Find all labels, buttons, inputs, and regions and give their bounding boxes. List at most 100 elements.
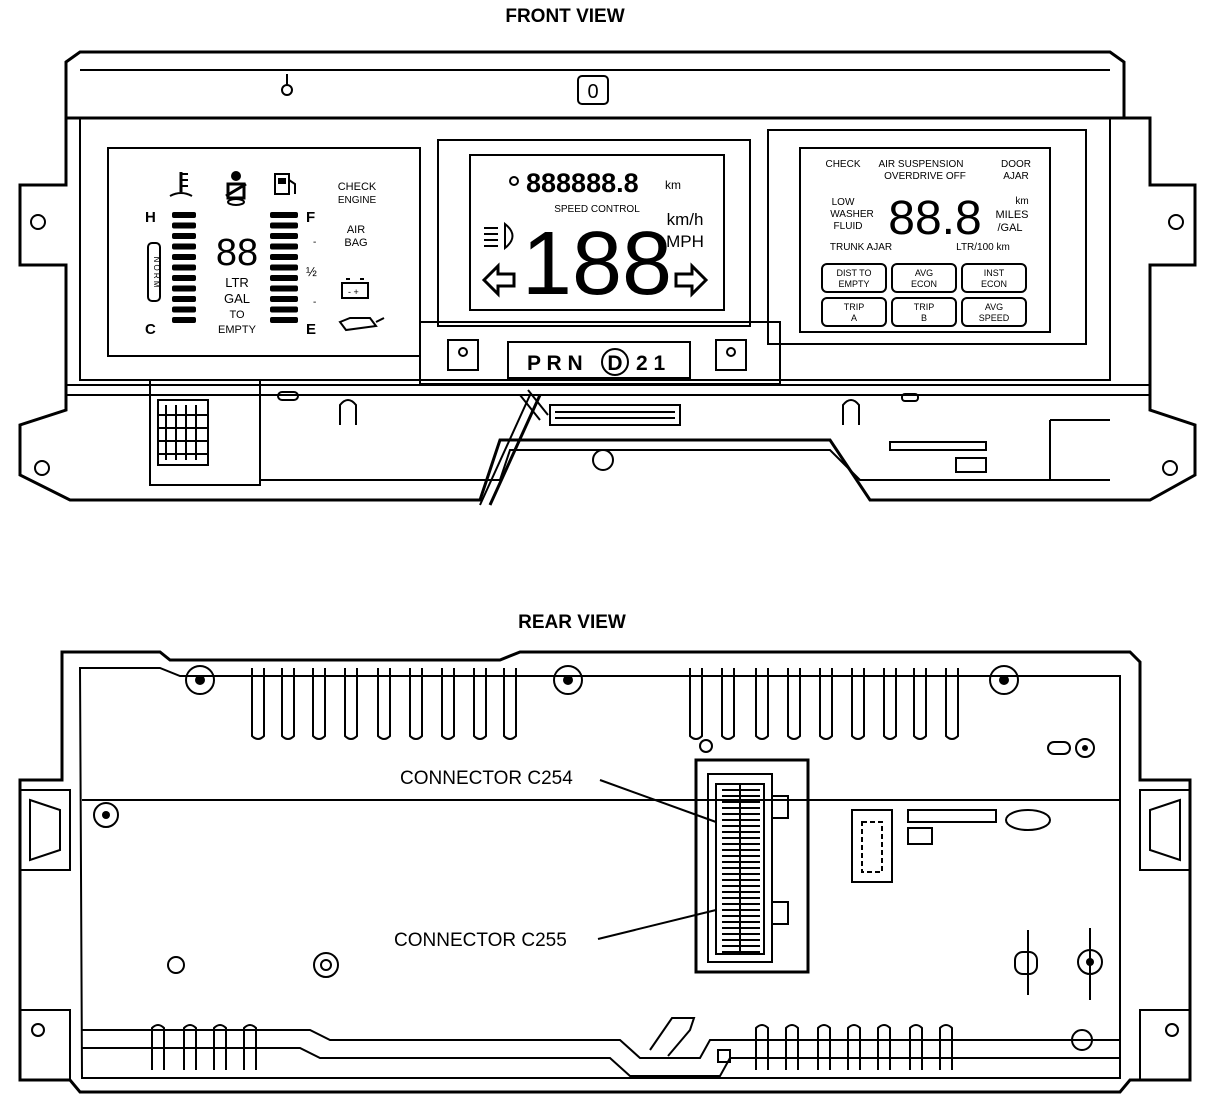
- vent-slot: [877, 1024, 891, 1070]
- check-label-right: CHECK: [825, 159, 860, 170]
- fuel-bar: [270, 285, 298, 292]
- trip-button-label-2: B: [921, 313, 927, 323]
- connector-c254-label: CONNECTOR C254: [400, 768, 573, 789]
- vent-slot: [251, 668, 265, 740]
- temp-bar: [172, 212, 196, 218]
- air-suspension-label: AIR SUSPENSION: [878, 159, 963, 170]
- connector-c255-label: CONNECTOR C255: [394, 930, 567, 951]
- vent-slot: [817, 1024, 831, 1070]
- svg-text:- +: - +: [348, 287, 359, 297]
- fuel-bar: [270, 254, 298, 260]
- trip-button-label-1: TRIP: [914, 302, 935, 312]
- temp-norm-label: N O R M: [152, 256, 161, 287]
- temp-bar: [172, 233, 196, 239]
- trip-button-label-1: TRIP: [844, 302, 865, 312]
- gear-21: 2 1: [636, 352, 666, 375]
- svg-text:-: -: [313, 297, 316, 308]
- vent-slot: [883, 668, 897, 740]
- vent-slot: [183, 1024, 197, 1070]
- temperature-gauge-bars: [172, 212, 196, 323]
- temp-c-label: C: [145, 321, 156, 338]
- vent-slot: [503, 668, 517, 740]
- vent-slot: [377, 668, 391, 740]
- gal-label: GAL: [224, 291, 250, 306]
- left-turn-arrow-icon: [481, 262, 516, 298]
- bag-label: BAG: [344, 237, 367, 249]
- trip-button-label-1: DIST TO: [836, 268, 871, 278]
- trip-button-label-2: ECON: [911, 279, 937, 289]
- front-view-title: FRONT VIEW: [505, 6, 624, 27]
- air-label: AIR: [347, 224, 365, 236]
- temp-bar: [172, 243, 196, 250]
- vent-slot: [151, 1024, 165, 1070]
- vent-slot: [441, 668, 455, 740]
- fuel-bar: [270, 306, 298, 313]
- vent-slot: [281, 668, 295, 740]
- trip-button-frame: [961, 263, 1027, 293]
- miles-label: MILES: [995, 209, 1028, 221]
- seatbelt-icon: [225, 171, 247, 206]
- overdrive-off-label: OVERDRIVE OFF: [884, 171, 966, 182]
- washer-label: WASHER: [830, 209, 874, 220]
- vent-slot: [689, 668, 703, 740]
- thermometer-icon: [169, 172, 193, 197]
- vent-slot: [409, 668, 423, 740]
- top-vent-slots: [251, 668, 959, 740]
- fuel-pump-icon: [274, 173, 296, 195]
- trip-button-label-1: AVG: [985, 302, 1003, 312]
- low-label: LOW: [832, 197, 855, 208]
- fluid-label: FLUID: [834, 221, 863, 232]
- fuel-bar: [270, 317, 298, 323]
- trip-button-label-1: AVG: [915, 268, 933, 278]
- trip-button-frame: [891, 263, 957, 293]
- trip-button-label-2: A: [851, 313, 857, 323]
- left-digits: 88: [216, 232, 258, 274]
- vent-slot: [785, 1024, 799, 1070]
- trip-button-label-2: EMPTY: [838, 279, 869, 289]
- vent-slot: [755, 668, 769, 740]
- speed-digits: 188: [522, 214, 672, 314]
- fuel-bar: [270, 212, 298, 218]
- vent-slot: [473, 668, 487, 740]
- vent-slot: [243, 1024, 257, 1070]
- vent-slot: [909, 1024, 923, 1070]
- vent-slot: [213, 1024, 227, 1070]
- oil-can-icon: [338, 317, 385, 332]
- vent-slot: [851, 668, 865, 740]
- trip-button-frame: [891, 297, 957, 327]
- vent-slot: [819, 668, 833, 740]
- ltr-100km-label: LTR/100 km: [956, 242, 1010, 253]
- door-label: DOOR: [1001, 159, 1031, 170]
- right-lcd-panel: CHECK AIR SUSPENSION OVERDRIVE OFF DOOR …: [767, 129, 1087, 345]
- gear-selector: P R N D 2 1: [419, 321, 781, 506]
- gear-prn: P R N: [527, 352, 583, 375]
- temp-bar: [172, 306, 196, 313]
- temp-bar: [172, 285, 196, 292]
- ltr-label: LTR: [225, 275, 249, 290]
- svg-text:0: 0: [587, 81, 598, 103]
- rear-housing: [18, 650, 1192, 1094]
- fuel-bar: [270, 264, 298, 271]
- vent-slot: [945, 668, 959, 740]
- connector-block: [694, 758, 810, 974]
- trip-computer-buttons: DIST TOEMPTYAVGECONINSTECONTRIPATRIPBAVG…: [821, 263, 1027, 327]
- trip-button-label-2: ECON: [981, 279, 1007, 289]
- odometer-unit: km: [665, 178, 681, 192]
- mph-label: MPH: [666, 232, 704, 251]
- trip-button-label-1: INST: [984, 268, 1005, 278]
- km-label: km: [1015, 196, 1028, 207]
- right-turn-arrow-icon: [674, 262, 709, 298]
- trip-button-frame: [821, 263, 887, 293]
- speed-control-label: SPEED CONTROL: [554, 204, 640, 215]
- bottom-vent-slots: [151, 1024, 953, 1070]
- temp-h-label: H: [145, 209, 156, 226]
- vent-slot: [721, 668, 735, 740]
- gal-label-right: /GAL: [997, 222, 1022, 234]
- fuel-bar: [270, 296, 298, 302]
- vent-slot: [787, 668, 801, 740]
- vent-slot: [344, 668, 358, 740]
- center-lcd-panel: 888888.8 km SPEED CONTROL 188 km/h MPH: [437, 139, 751, 327]
- vent-slot: [755, 1024, 769, 1070]
- left-lcd-panel: H C N O R M 88 LTR GAL TO EMPTY F ½ E - …: [107, 147, 421, 357]
